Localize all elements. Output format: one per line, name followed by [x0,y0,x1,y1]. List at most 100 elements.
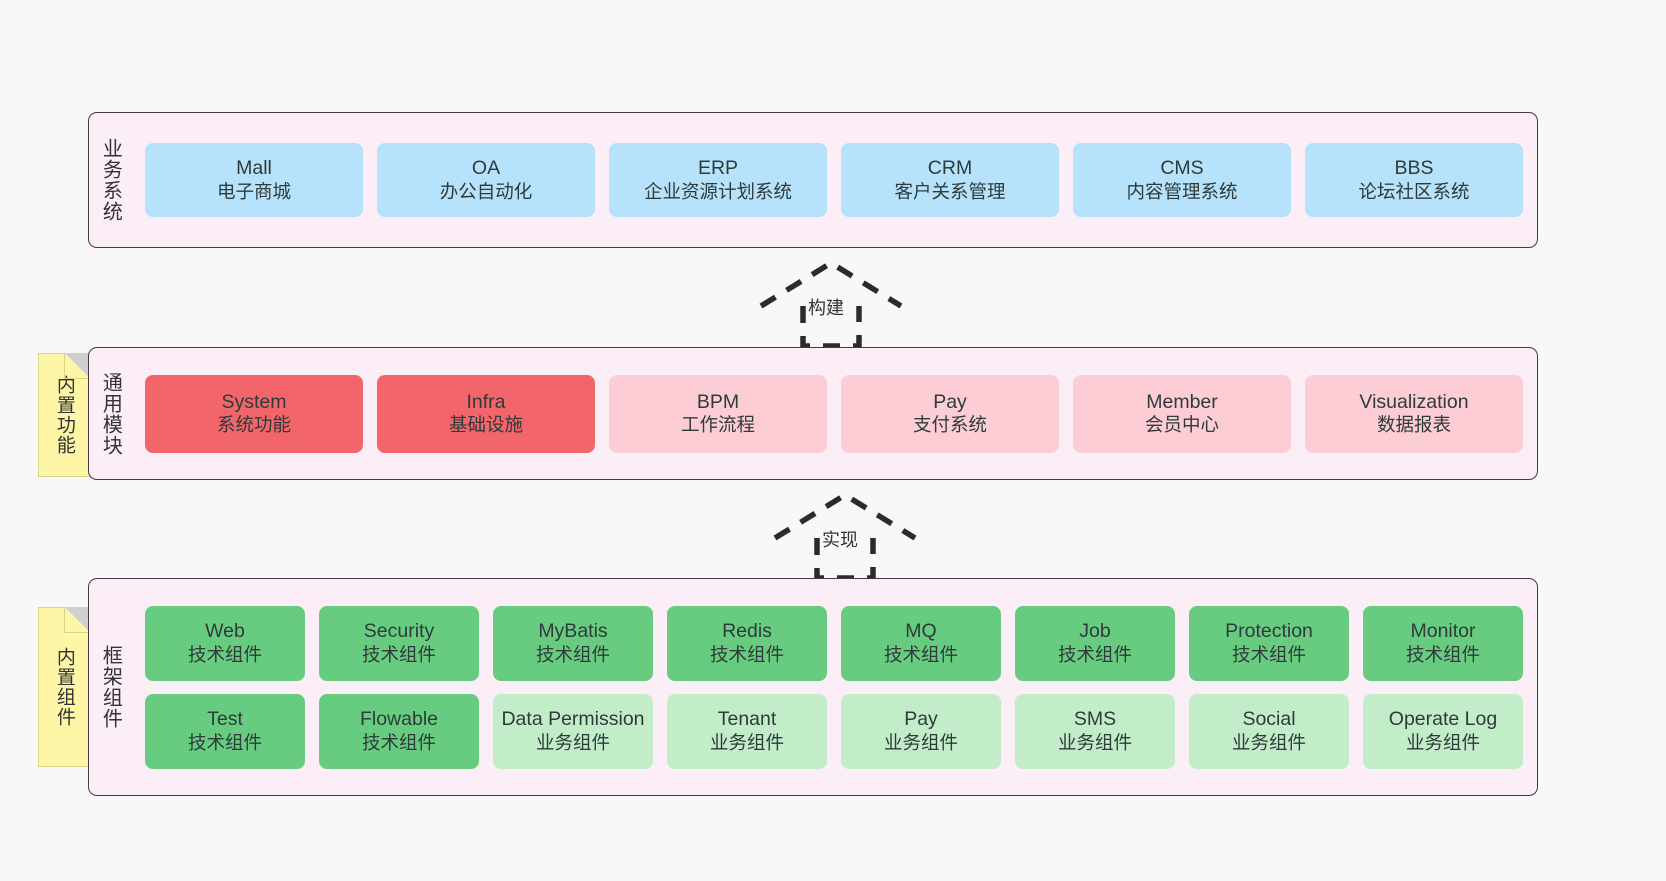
node-subtitle: 会员中心 [1144,414,1219,436]
node-title: Protection [1225,620,1313,643]
node-subtitle: 技术组件 [1405,643,1480,665]
node-title: Member [1146,390,1218,413]
node-subtitle: 办公自动化 [439,180,533,202]
node-cms[interactable]: CMS 内容管理系统 [1073,143,1291,217]
node-title: Pay [933,390,967,413]
node-title: Visualization [1359,390,1469,413]
layer-common-module: 通用模块 System 系统功能 Infra 基础设施 BPM 工作流程 Pay… [88,347,1538,480]
node-crm[interactable]: CRM 客户关系管理 [841,143,1059,217]
node-tenant[interactable]: Tenant 业务组件 [667,693,827,769]
node-title: MQ [905,620,937,643]
node-row: Web 技术组件 Security 技术组件 MyBatis 技术组件 Redi… [145,605,1523,681]
node-title: Operate Log [1388,708,1498,731]
node-subtitle: 业务组件 [883,731,958,753]
node-title: Mall [236,157,272,180]
node-mq[interactable]: MQ 技术组件 [841,605,1001,681]
node-subtitle: 技术组件 [883,643,958,665]
node-subtitle: 技术组件 [187,731,262,753]
node-row: Mall 电子商城 OA 办公自动化 ERP 企业资源计划系统 CRM 客户关系… [145,143,1523,217]
connector-implement-arrow: 实现 [770,490,920,581]
node-subtitle: 业务组件 [709,731,784,753]
node-subtitle: 支付系统 [912,414,987,436]
node-subtitle: 技术组件 [1231,643,1306,665]
node-title: Monitor [1410,620,1476,643]
node-title: MyBatis [538,620,608,643]
node-oa[interactable]: OA 办公自动化 [377,143,595,217]
node-subtitle: 技术组件 [361,731,436,753]
node-title: Security [363,620,435,643]
node-title: CMS [1160,157,1204,180]
node-web[interactable]: Web 技术组件 [145,605,305,681]
node-bbs[interactable]: BBS 论坛社区系统 [1305,143,1523,217]
node-mall[interactable]: Mall 电子商城 [145,143,363,217]
connector-label-implement: 实现 [822,530,858,550]
node-title: Flowable [359,708,439,731]
node-title: Job [1079,620,1111,643]
node-pay-component[interactable]: Pay 业务组件 [841,693,1001,769]
node-subtitle: 客户关系管理 [894,180,1006,202]
node-bpm[interactable]: BPM 工作流程 [609,374,827,453]
layer-body-business-system: Mall 电子商城 OA 办公自动化 ERP 企业资源计划系统 CRM 客户关系… [131,113,1537,247]
node-subtitle: 技术组件 [709,643,784,665]
node-data-permission[interactable]: Data Permission 业务组件 [493,693,653,769]
connector-build-arrow: 构建 [756,258,906,349]
node-mybatis[interactable]: MyBatis 技术组件 [493,605,653,681]
node-subtitle: 内容管理系统 [1126,180,1238,202]
node-subtitle: 论坛社区系统 [1358,180,1470,202]
node-title: System [221,390,287,413]
node-subtitle: 工作流程 [680,414,755,436]
node-subtitle: 企业资源计划系统 [643,180,792,202]
node-title: Web [205,620,245,643]
node-title: CRM [927,157,973,180]
node-protection[interactable]: Protection 技术组件 [1189,605,1349,681]
node-operate-log[interactable]: Operate Log 业务组件 [1363,693,1523,769]
layer-label-common-module: 通用模块 [99,371,122,456]
node-title: Redis [722,620,772,643]
node-job[interactable]: Job 技术组件 [1015,605,1175,681]
node-subtitle: 电子商城 [216,180,291,202]
node-visualization[interactable]: Visualization 数据报表 [1305,374,1523,453]
layer-body-framework-component: Web 技术组件 Security 技术组件 MyBatis 技术组件 Redi… [131,579,1537,795]
node-title: BPM [696,390,740,413]
arrowhead-dashed-chevron [759,259,903,309]
node-title: Data Permission [501,708,645,731]
node-sms[interactable]: SMS 业务组件 [1015,693,1175,769]
node-title: OA [471,157,501,180]
node-flowable[interactable]: Flowable 技术组件 [319,693,479,769]
node-title: Pay [904,708,938,731]
node-title: BBS [1394,157,1434,180]
node-system[interactable]: System 系统功能 [145,374,363,453]
arrow-shaft-dashed [800,306,862,349]
node-monitor[interactable]: Monitor 技术组件 [1363,605,1523,681]
node-social[interactable]: Social 业务组件 [1189,693,1349,769]
node-subtitle: 技术组件 [1057,643,1132,665]
note-builtin-component: 内置组件 [38,607,90,767]
note-text: 内置组件 [53,647,75,727]
node-redis[interactable]: Redis 技术组件 [667,605,827,681]
node-title: SMS [1073,708,1117,731]
node-pay-module[interactable]: Pay 支付系统 [841,374,1059,453]
node-subtitle: 业务组件 [1231,731,1306,753]
layer-label-framework-component: 框架组件 [99,645,122,729]
node-infra[interactable]: Infra 基础设施 [377,374,595,453]
node-subtitle: 业务组件 [535,731,610,753]
arrowhead-dashed-chevron [773,491,917,541]
node-subtitle: 技术组件 [361,643,436,665]
node-title: Tenant [717,708,777,731]
connector-label-build: 构建 [808,298,844,318]
node-security[interactable]: Security 技术组件 [319,605,479,681]
node-test[interactable]: Test 技术组件 [145,693,305,769]
note-text: 内置功能 [53,375,75,455]
node-row: System 系统功能 Infra 基础设施 BPM 工作流程 Pay 支付系统… [145,374,1523,453]
node-title: ERP [697,157,739,180]
layer-label-business-system: 业务系统 [99,138,122,222]
node-member[interactable]: Member 会员中心 [1073,374,1291,453]
node-erp[interactable]: ERP 企业资源计划系统 [609,143,827,217]
node-subtitle: 系统功能 [216,414,291,436]
node-subtitle: 数据报表 [1376,414,1451,436]
layer-business-system: 业务系统 Mall 电子商城 OA 办公自动化 ERP 企业资源计划系统 CRM… [88,112,1538,248]
node-title: Social [1242,708,1296,731]
node-title: Test [207,708,243,731]
layer-body-common-module: System 系统功能 Infra 基础设施 BPM 工作流程 Pay 支付系统… [131,348,1537,479]
